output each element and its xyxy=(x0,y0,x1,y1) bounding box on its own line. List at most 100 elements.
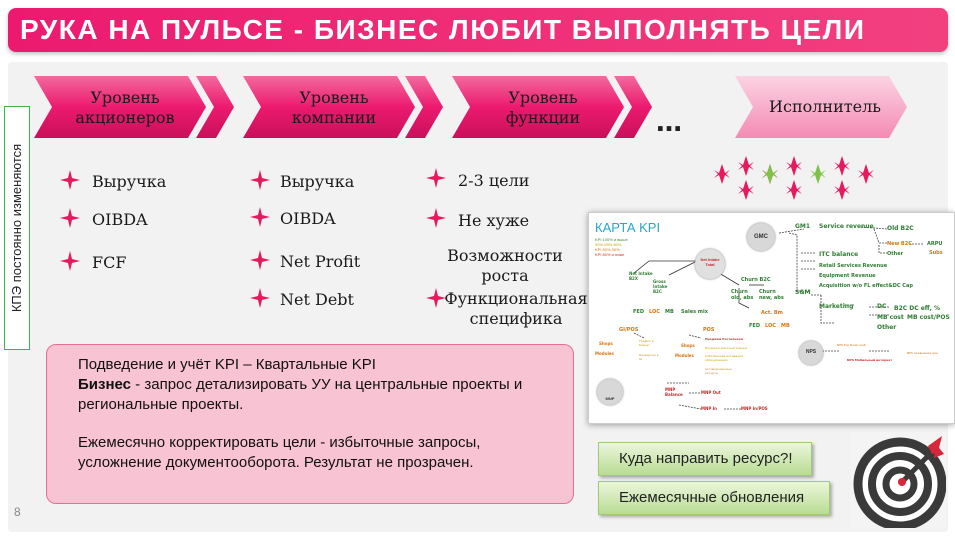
star-cluster xyxy=(714,156,874,200)
info-line-1: Подведение и учёт KPI – Квартальные KPI xyxy=(78,356,376,373)
chevron-function xyxy=(452,76,624,138)
ellipsis: … xyxy=(656,108,682,138)
kpi-label: MB cost/POS xyxy=(907,314,950,321)
kpi-label: MNP In/POS xyxy=(741,406,768,411)
kpi-label: Активированные ресурсы xyxy=(705,367,732,375)
star-icon xyxy=(714,164,730,184)
kpi-label: Net Intake B2X xyxy=(629,271,653,281)
kpi-label: Трафик в бизнес xyxy=(639,339,654,347)
chevron-separator-2 xyxy=(405,76,443,138)
kpi-legend-item: KPI 80% и ниже xyxy=(595,252,625,257)
star-icon xyxy=(714,156,874,200)
sparkle-icon xyxy=(60,170,80,190)
bullet-list-function: 2-3 цели Не хуже Возможности роста Функц… xyxy=(426,168,588,338)
star-icon xyxy=(786,156,802,176)
star-icon xyxy=(786,180,802,200)
kpi-label: Продажи Ростелеком xyxy=(705,337,743,341)
kpi-label: MB xyxy=(665,309,674,315)
kpi-map-image: КАРТА KPI KPI 100% и выше 90%-99% 60% KP… xyxy=(588,212,955,424)
star-icon xyxy=(738,156,754,176)
kpi-label: Churn old, abs xyxy=(731,289,754,301)
kpi-label: Собственная активация оборудования xyxy=(705,354,744,362)
chevron-row xyxy=(34,76,907,138)
sparkle-icon xyxy=(250,207,270,227)
kpi-label: Churn new, abs xyxy=(759,289,784,301)
kpi-node-gmc: GMC xyxy=(747,223,775,251)
kpi-label: POS xyxy=(703,327,715,333)
star-icon xyxy=(834,180,850,200)
monthly-updates-button[interactable]: Ежемесячные обновления xyxy=(598,481,830,515)
star-icon xyxy=(858,164,874,184)
kpi-label: Shops xyxy=(599,341,613,346)
kpi-legend-item: KPI 80% 30% xyxy=(595,247,620,252)
resource-button[interactable]: Куда направить ресурс?! xyxy=(598,442,812,476)
kpi-label: NPS Top Down GAP xyxy=(837,343,866,347)
kpi-label: GM1 xyxy=(795,223,811,230)
page-title: РУКА НА ПУЛЬСЕ - БИЗНЕС ЛЮБИТ ВЫПОЛНЯТЬ … xyxy=(20,14,866,45)
level-label-executor: Исполнитель xyxy=(769,97,881,116)
level-label-function: Уровень функции xyxy=(505,88,581,127)
kpi-label: Конверсия в GI xyxy=(639,353,659,361)
kpi-label: LOC xyxy=(649,309,660,315)
chevron-company xyxy=(243,76,415,138)
bullet-item: Выручка xyxy=(280,172,355,191)
kpi-label: MB cost xyxy=(877,314,904,321)
kpi-label: ITC balance xyxy=(819,251,859,258)
sparkle-icon xyxy=(426,168,446,188)
kpi-label: New B2C xyxy=(887,241,912,247)
kpi-label: Old B2C xyxy=(887,225,914,232)
kpi-label: Marketing xyxy=(819,303,854,310)
kpi-map-title: КАРТА KPI xyxy=(595,220,661,235)
chevron-separator-3 xyxy=(614,76,652,138)
kpi-label: Retail Services Revenue xyxy=(819,263,888,269)
star-icon xyxy=(834,156,850,176)
target-icon xyxy=(850,432,946,528)
kpi-label: DC xyxy=(877,303,887,310)
kpi-label: MNP In xyxy=(701,406,717,411)
sparkle-icon xyxy=(60,208,80,228)
bullet-item: Net Debt xyxy=(280,290,354,309)
kpi-label: NPS Сравнение цен xyxy=(907,351,938,355)
kpi-label: Продажи дополнительных xyxy=(705,346,748,350)
bullet-item: Net Profit xyxy=(280,252,361,271)
bullet-item: Функциональная специфика xyxy=(444,289,588,328)
sparkle-icon xyxy=(250,250,270,270)
kpi-label: FED xyxy=(749,323,760,329)
kpi-legend-item: KPI 100% и выше xyxy=(595,237,628,242)
kpi-label: Equipment Revenue xyxy=(819,273,876,279)
bullet-item: OIBDA xyxy=(280,209,336,228)
bullet-item: 2-3 цели xyxy=(458,171,530,190)
side-label-box xyxy=(4,106,30,350)
info-box xyxy=(46,344,574,504)
info-line-3: Ежемесячно корректировать цели - избыточ… xyxy=(78,434,481,471)
kpi-label: Service revenue xyxy=(819,223,874,230)
kpi-node-net-intake-total: Net Intake Total xyxy=(695,249,725,279)
kpi-node-nps: NPS xyxy=(799,341,823,365)
level-label-company: Уровень компании xyxy=(291,88,377,127)
info-paragraph-business: Бизнес - запрос детализировать УУ на цен… xyxy=(78,375,558,415)
info-bold: Бизнес xyxy=(78,376,132,393)
bullet-item: FCF xyxy=(92,253,127,272)
bullet-item: Возможности роста xyxy=(447,246,563,285)
bullet-item: Не хуже xyxy=(458,211,530,230)
info-line-2: - запрос детализировать УУ на центральны… xyxy=(78,376,523,413)
star-icon xyxy=(738,180,754,200)
star-icon xyxy=(810,164,826,184)
bullet-item: Выручка xyxy=(92,172,167,191)
kpi-label: Gross Intake B2C xyxy=(653,279,668,294)
kpi-label: LOC xyxy=(765,323,776,329)
kpi-node-mnp: MNP xyxy=(597,379,623,405)
kpi-label: GI/POS xyxy=(619,327,639,333)
kpi-label: MNP Out xyxy=(701,390,721,395)
kpi-label: Act. Bm xyxy=(761,310,783,316)
page-number: 8 xyxy=(14,505,21,519)
level-label-shareholders: Уровень акционеров xyxy=(75,88,175,127)
kpi-label: Modules xyxy=(675,353,694,358)
kpi-map-connectors xyxy=(633,226,924,410)
sparkle-icon xyxy=(426,208,446,228)
kpi-label: Other xyxy=(887,251,904,257)
kpi-label: ARPU xyxy=(927,241,943,247)
kpi-label: Acquisition w/o FL effect&DC Cap xyxy=(819,283,913,289)
kpi-label: NPS Мобильный интернет xyxy=(847,358,893,362)
kpi-legend-item: 90%-99% 60% xyxy=(595,242,622,247)
